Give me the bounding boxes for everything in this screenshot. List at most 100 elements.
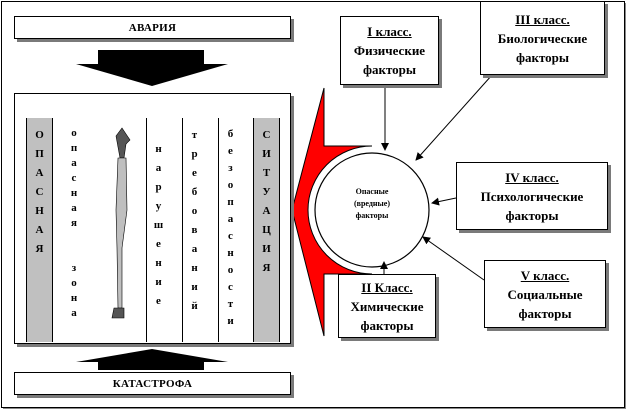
hazard-panel	[14, 93, 291, 344]
column-letter: з	[228, 162, 233, 174]
arrow-class-3	[415, 74, 493, 161]
column-letter: и	[191, 281, 198, 293]
column-letter: а	[155, 162, 162, 174]
column-letter: н	[70, 292, 78, 304]
column-letter: н	[155, 143, 162, 155]
column-letter: б	[191, 186, 198, 198]
column-letter: а	[71, 202, 77, 214]
column-letter: а	[71, 157, 77, 169]
class-3-title: III класс.	[515, 11, 570, 27]
class-1-line1: Физические	[353, 43, 426, 58]
column-letter: С	[262, 129, 271, 141]
column-letter: о	[227, 179, 234, 191]
person-figure-icon	[111, 127, 131, 319]
class-4-line2: факторы	[505, 207, 559, 223]
column-letter: П	[35, 148, 44, 160]
class-2-line2: факторы	[360, 317, 414, 333]
bottom-bar-label: КАТАСТРОФА	[112, 377, 193, 390]
column-letter: п	[227, 196, 234, 208]
column-letter: р	[155, 181, 162, 193]
column-figure	[96, 118, 144, 342]
column-letter: ш	[153, 219, 164, 231]
arrow-class-5	[422, 236, 485, 281]
class-2-box: II Класс. Химические факторы	[338, 274, 436, 338]
column-letter: е	[228, 145, 233, 157]
bottom-up-arrow	[76, 349, 228, 370]
class-1-title: I класс.	[367, 24, 412, 39]
top-bar-label: АВАРИЯ	[128, 21, 177, 34]
column-letter: Ц	[262, 224, 271, 236]
top-down-arrow	[76, 50, 228, 86]
column-letter: Я	[35, 243, 44, 255]
center-line-3: факторы	[355, 211, 389, 220]
column-letter: У	[262, 186, 271, 198]
column-letter: о	[71, 127, 77, 139]
column-letter: а	[71, 307, 77, 319]
column-letter: в	[191, 224, 198, 236]
column-letter: н	[191, 262, 198, 274]
column-letter: й	[191, 300, 198, 312]
column-letter: н	[227, 247, 234, 259]
column-letter	[68, 231, 80, 246]
column-letter: н	[70, 187, 78, 199]
class-4-line1: Психологические	[480, 188, 584, 204]
top-bar: АВАРИЯ	[14, 16, 291, 39]
column-letter: е	[156, 295, 161, 307]
center-line-2: (вредные)	[354, 199, 390, 208]
column-letter: н	[155, 257, 162, 269]
column-letter: о	[191, 205, 198, 217]
column-letter: А	[262, 205, 271, 217]
column-letter: а	[191, 243, 198, 255]
class-5-box: V класс. Социальные факторы	[484, 260, 606, 328]
class-5-line1: Социальные	[507, 286, 583, 302]
center-line-1: Опасные	[355, 187, 389, 196]
column-letter: а	[227, 213, 234, 225]
column-letter: А	[35, 167, 44, 179]
bottom-bar: КАТАСТРОФА	[14, 372, 291, 395]
column-letter: И	[262, 243, 271, 255]
class-2-line1: Химические	[350, 298, 424, 314]
class-3-line2: факторы	[515, 49, 570, 65]
center-label: Опасные (вредные) факторы	[328, 186, 416, 222]
center-circle	[314, 152, 430, 268]
column-letter: т	[227, 298, 234, 310]
column-letter: т	[191, 129, 198, 141]
column-letter	[68, 246, 80, 261]
column-letter: и	[155, 276, 162, 288]
column-letter: р	[191, 148, 198, 160]
column-letter: Н	[35, 205, 44, 217]
class-3-line1: Биологические	[497, 30, 588, 46]
column-letter: с	[71, 172, 77, 184]
column-letter: е	[156, 238, 161, 250]
class-5-line2: факторы	[518, 305, 572, 321]
column-letter: з	[71, 262, 77, 274]
column-letter: б	[227, 128, 234, 140]
column-letter: п	[70, 142, 78, 154]
column-letter: С	[35, 186, 44, 198]
column-letter: с	[228, 230, 233, 242]
column-letter: Я	[262, 262, 271, 274]
class-5-title: V класс.	[520, 267, 570, 283]
class-4-title: IV класс.	[505, 169, 559, 185]
class-1-line2: факторы	[362, 62, 417, 77]
column-letter: и	[227, 315, 234, 327]
column-letter: О	[35, 129, 44, 141]
column-letter: у	[155, 200, 162, 212]
column-letter: е	[192, 167, 197, 179]
column-letter: А	[35, 224, 44, 236]
column-letter: я	[71, 217, 77, 229]
column-letter: о	[71, 277, 77, 289]
class-4-box: IV класс. Психологические факторы	[456, 162, 608, 230]
class-1-box: I класс. Физические факторы	[340, 16, 439, 85]
column-letter: с	[228, 281, 233, 293]
column-letter: Т	[262, 167, 271, 179]
class-3-box: III класс. Биологические факторы	[480, 1, 605, 75]
column-letter: И	[262, 148, 271, 160]
